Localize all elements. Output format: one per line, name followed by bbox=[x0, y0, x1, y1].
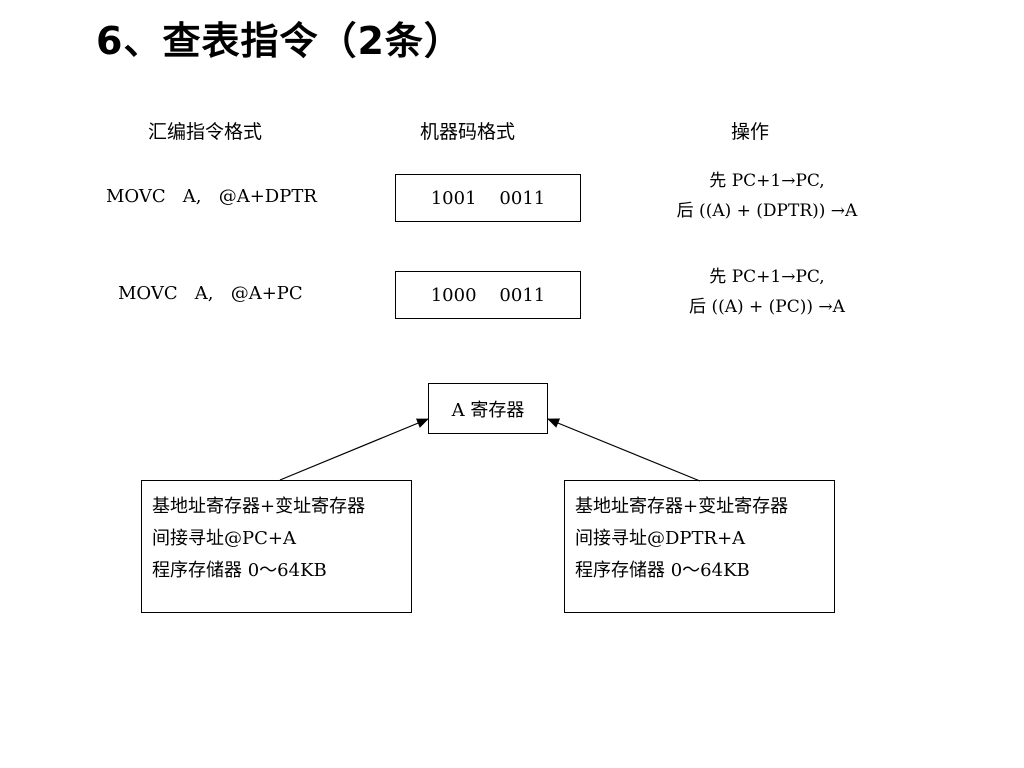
right-info-line1: 基地址寄存器+变址寄存器 bbox=[575, 496, 789, 517]
operation-dptr-line1: 先 PC+1→PC, bbox=[709, 171, 825, 191]
operation-pc-line1: 先 PC+1→PC, bbox=[709, 267, 825, 287]
instruction-movc-pc: MOVC A, @A+PC bbox=[118, 283, 303, 304]
operation-pc: 先 PC+1→PC, 后 ((A) + (PC)) →A bbox=[627, 262, 907, 322]
right-info-line3: 程序存储器 0～64KB bbox=[575, 560, 750, 581]
machine-code-dptr: 1001 0011 bbox=[430, 187, 546, 209]
operation-pc-line2: 后 ((A) + (PC)) →A bbox=[689, 297, 845, 317]
right-info-box: 基地址寄存器+变址寄存器 间接寻址@DPTR+A 程序存储器 0～64KB bbox=[564, 480, 835, 613]
slide-title: 6、查表指令（2条） bbox=[96, 19, 463, 63]
operation-dptr-line2: 后 ((A) + (DPTR)) →A bbox=[676, 201, 858, 221]
instruction-movc-dptr: MOVC A, @A+DPTR bbox=[106, 186, 317, 207]
arrow-right-to-register bbox=[547, 418, 701, 482]
header-machine-code: 机器码格式 bbox=[420, 121, 516, 143]
left-info-line1: 基地址寄存器+变址寄存器 bbox=[152, 496, 366, 517]
machine-code-box-dptr: 1001 0011 bbox=[395, 174, 581, 222]
left-info-line3: 程序存储器 0～64KB bbox=[152, 560, 327, 581]
left-info-line2: 间接寻址@PC+A bbox=[152, 528, 296, 549]
left-info-box: 基地址寄存器+变址寄存器 间接寻址@PC+A 程序存储器 0～64KB bbox=[141, 480, 412, 613]
header-operation: 操作 bbox=[731, 121, 770, 143]
a-register-box: A 寄存器 bbox=[428, 383, 548, 434]
operation-dptr: 先 PC+1→PC, 后 ((A) + (DPTR)) →A bbox=[627, 166, 907, 226]
arrow-left-to-register bbox=[279, 418, 429, 481]
machine-code-pc: 1000 0011 bbox=[430, 284, 546, 306]
machine-code-box-pc: 1000 0011 bbox=[395, 271, 581, 319]
header-asm-format: 汇编指令格式 bbox=[148, 121, 263, 143]
a-register-label: A 寄存器 bbox=[451, 399, 525, 421]
right-info-line2: 间接寻址@DPTR+A bbox=[575, 528, 746, 549]
